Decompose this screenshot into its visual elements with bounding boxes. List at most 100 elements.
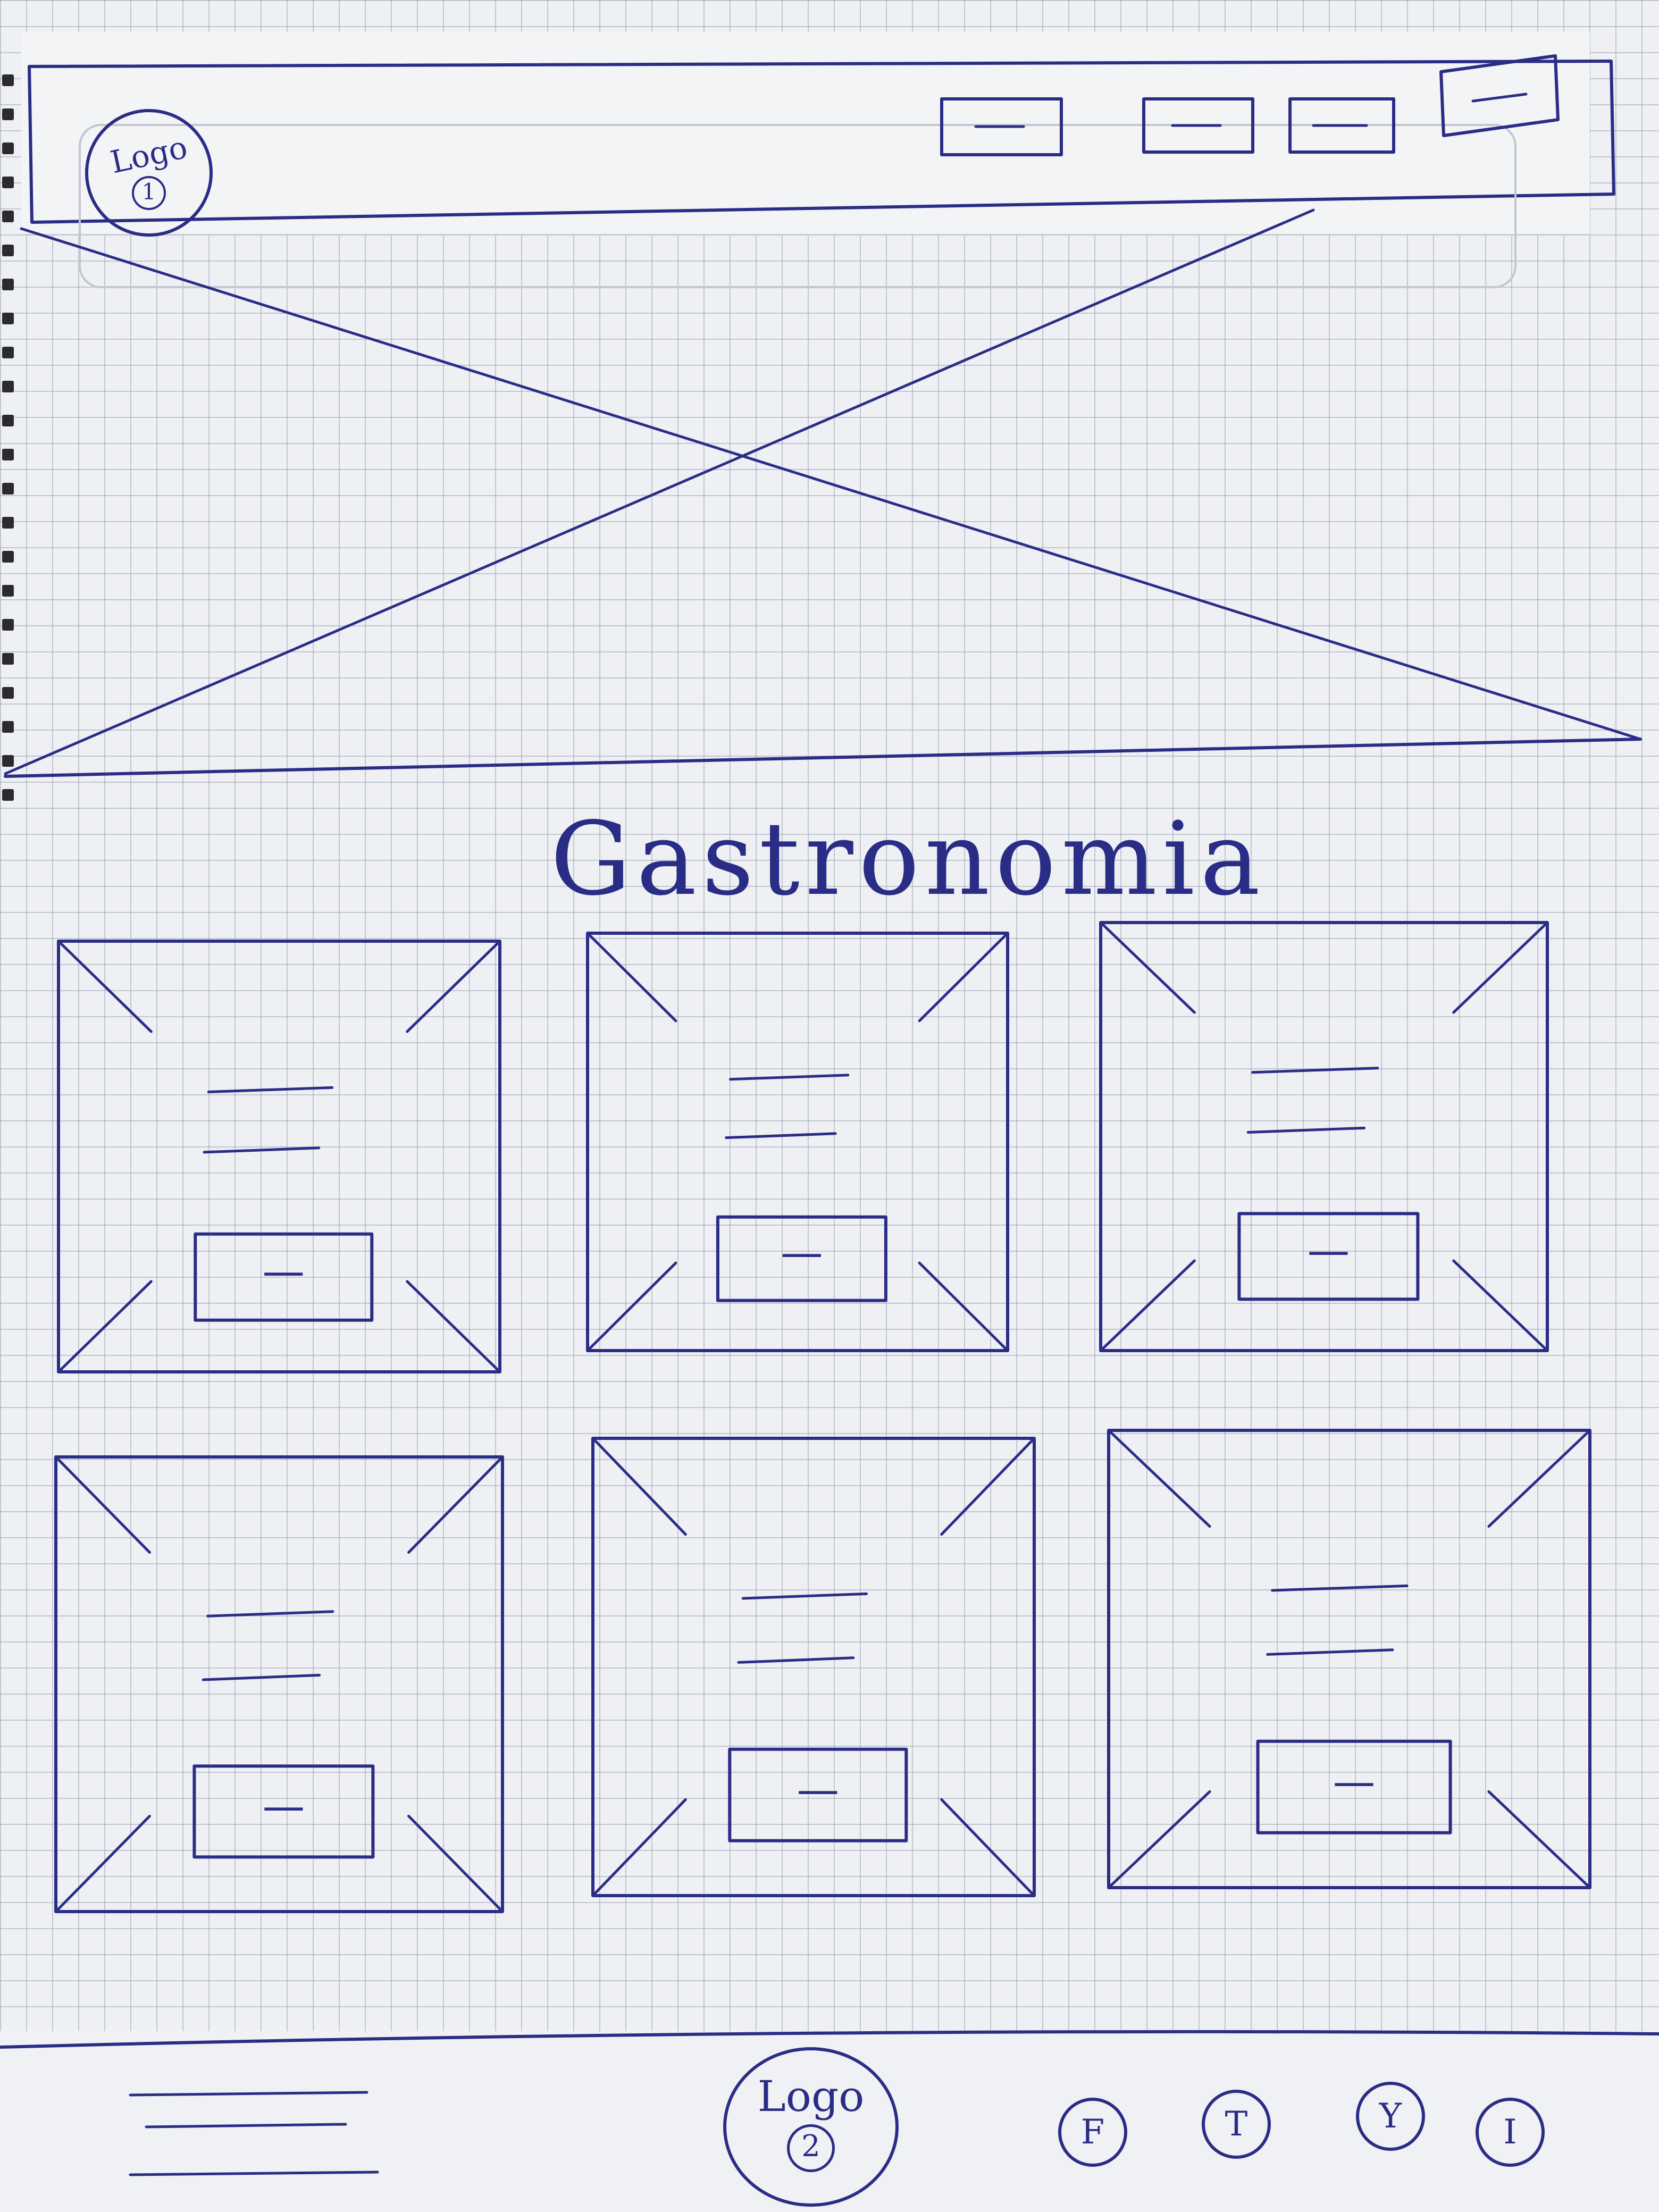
nav-button-4[interactable]	[1436, 51, 1563, 141]
footer-logo-number: 2	[787, 2124, 835, 2172]
binding-hole	[2, 74, 14, 86]
hero-placeholder-diagonal-2	[4, 208, 1315, 775]
card-button-label: —	[1307, 1226, 1350, 1275]
twitter-icon[interactable]: T	[1202, 2090, 1271, 2159]
card-button-label: —	[262, 1246, 305, 1296]
card-frame	[586, 932, 1009, 1352]
card-button[interactable]: —	[1256, 1739, 1452, 1834]
nav-button-2[interactable]	[1141, 96, 1258, 157]
card-image-placeholder-stroke	[1099, 1259, 1196, 1352]
card-image-placeholder-stroke	[591, 1437, 687, 1536]
binding-hole	[2, 108, 14, 120]
card-image-placeholder-stroke	[407, 1455, 504, 1554]
card-image-placeholder-stroke	[591, 1798, 687, 1897]
card-image-placeholder-stroke	[1099, 921, 1196, 1014]
card-button-label: —	[797, 1765, 839, 1814]
card-image-placeholder-stroke	[406, 1280, 501, 1373]
binding-hole	[2, 211, 14, 222]
hero-bottom-border	[4, 738, 1642, 778]
spiral-binding	[0, 0, 19, 801]
card-text-line	[725, 1132, 837, 1139]
binding-hole	[2, 313, 14, 324]
footer-text-line	[129, 2091, 368, 2097]
card-heading-line	[1251, 1067, 1379, 1074]
binding-hole	[2, 551, 14, 563]
card-button-label: —	[781, 1228, 823, 1277]
card-button[interactable]: —	[1237, 1212, 1420, 1301]
card-button[interactable]: —	[192, 1764, 375, 1859]
card-image-placeholder-stroke	[406, 940, 501, 1033]
card-5[interactable]: —	[588, 1433, 1040, 1901]
header-logo-number: 1	[132, 176, 166, 210]
card-image-placeholder-stroke	[586, 1261, 677, 1352]
binding-hole	[2, 347, 14, 358]
card-heading-line	[729, 1074, 850, 1081]
card-button-label: —	[262, 1781, 305, 1831]
footer-logo[interactable]: Logo 2	[723, 2047, 899, 2207]
instagram-icon[interactable]: I	[1476, 2098, 1545, 2167]
card-image-placeholder-stroke	[1487, 1429, 1591, 1528]
binding-hole	[2, 585, 14, 597]
twitter-icon-label: T	[1225, 2105, 1248, 2144]
card-3[interactable]: —	[1095, 917, 1553, 1356]
card-6[interactable]: —	[1103, 1425, 1595, 1893]
binding-hole	[2, 755, 14, 767]
binding-hole	[2, 687, 14, 699]
binding-hole	[2, 653, 14, 665]
nav-button-1[interactable]	[939, 96, 1066, 160]
nav-button-4-label-line	[1471, 93, 1528, 103]
binding-hole	[2, 177, 14, 188]
card-image-placeholder-stroke	[1107, 1429, 1211, 1528]
header-logo[interactable]: Logo 1	[85, 109, 213, 237]
card-button[interactable]: —	[194, 1232, 374, 1322]
card-4[interactable]: —	[51, 1452, 508, 1917]
card-frame	[57, 940, 501, 1373]
instagram-icon-label: I	[1503, 2113, 1517, 2152]
card-2[interactable]: —	[582, 928, 1013, 1356]
binding-hole	[2, 517, 14, 529]
binding-hole	[2, 483, 14, 495]
card-image-placeholder-stroke	[57, 940, 153, 1033]
card-frame	[591, 1437, 1036, 1897]
binding-hole	[2, 449, 14, 460]
card-text-line	[1266, 1648, 1394, 1656]
card-text-line	[203, 1146, 321, 1154]
card-image-placeholder-stroke	[407, 1814, 504, 1913]
card-image-placeholder-stroke	[54, 1814, 151, 1913]
card-heading-line	[206, 1610, 334, 1618]
card-frame	[1099, 921, 1549, 1352]
footer-text-line	[145, 2123, 347, 2129]
binding-hole	[2, 789, 14, 801]
card-image-placeholder-stroke	[1487, 1790, 1591, 1889]
binding-hole	[2, 381, 14, 392]
facebook-icon[interactable]: F	[1058, 2098, 1127, 2167]
card-button[interactable]: —	[716, 1215, 887, 1302]
card-image-placeholder-stroke	[586, 932, 677, 1023]
card-frame	[1107, 1429, 1591, 1889]
card-image-placeholder-stroke	[1452, 1259, 1549, 1352]
nav-button-3[interactable]	[1287, 96, 1398, 157]
card-image-placeholder-stroke	[940, 1437, 1036, 1536]
section-title: Gastronomia	[550, 800, 1266, 918]
card-text-line	[737, 1656, 855, 1664]
card-button[interactable]: —	[728, 1747, 908, 1842]
card-heading-line	[1271, 1584, 1409, 1592]
card-image-placeholder-stroke	[54, 1455, 151, 1554]
card-image-placeholder-stroke	[57, 1280, 153, 1373]
card-1[interactable]: —	[53, 936, 505, 1377]
binding-hole	[2, 619, 14, 631]
card-frame	[54, 1455, 504, 1913]
footer-text-line	[129, 2171, 379, 2176]
binding-hole	[2, 279, 14, 290]
binding-hole	[2, 245, 14, 256]
card-heading-line	[741, 1592, 868, 1600]
card-image-placeholder-stroke	[1107, 1790, 1211, 1889]
card-text-line	[1246, 1126, 1366, 1134]
card-image-placeholder-stroke	[940, 1798, 1036, 1897]
youtube-icon[interactable]: Y	[1356, 2082, 1425, 2151]
binding-hole	[2, 143, 14, 154]
card-image-placeholder-stroke	[918, 1261, 1009, 1352]
card-heading-line	[207, 1086, 334, 1093]
